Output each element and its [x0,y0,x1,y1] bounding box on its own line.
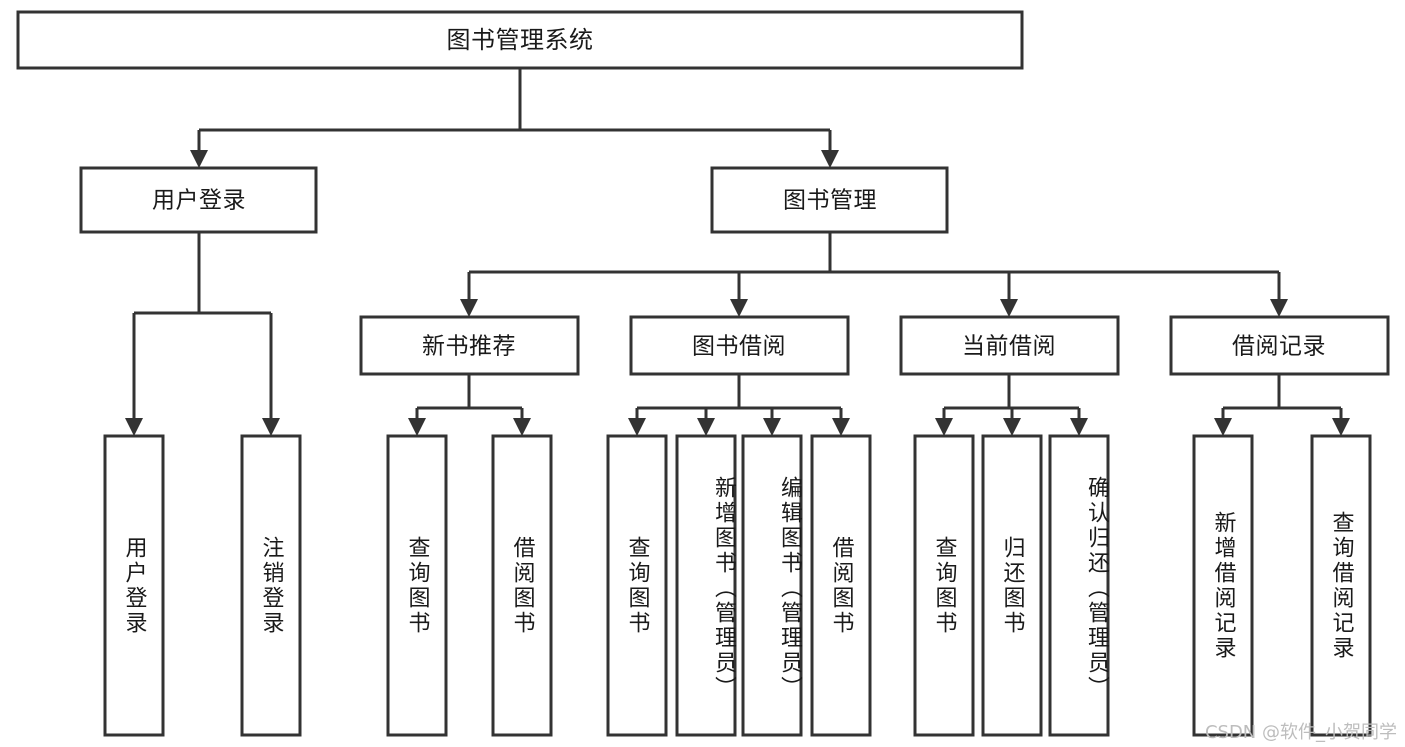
arrow-cb-leaf-3 [1070,418,1088,436]
node-root[interactable]: 图书管理系统 [16,10,1024,70]
connector-group-borrow-record [1214,374,1350,436]
connector-group-new-book-recommend [408,374,531,436]
node-book-borrow-box[interactable] [629,315,850,376]
connector-group-book-mgmt [460,232,1288,317]
node-new-book-recommend-label: 新书推荐 [422,334,516,360]
leaf-box-current-borrow-2[interactable] [981,434,1043,737]
leaf-box-book-borrow-1[interactable] [606,434,668,737]
arrow-bb-leaf-3 [763,418,781,436]
leaf-box-borrow-record-2[interactable] [1310,434,1372,737]
node-book-management-box[interactable] [710,166,949,234]
arrow-bb-leaf-1 [628,418,646,436]
node-book-borrow-label: 图书借阅 [692,334,786,360]
arrow-nbr-leaf-2 [513,418,531,436]
node-borrow-record-label: 借阅记录 [1232,334,1326,360]
node-user-login-label: 用户登录 [152,188,246,214]
arrow-to-user-login [190,150,208,168]
arrow-br-leaf-2 [1332,418,1350,436]
node-current-borrow-box[interactable] [899,315,1120,376]
arrow-bb-leaf-4 [832,418,850,436]
leaf-box-new-book-recommend-1[interactable] [386,434,448,737]
node-new-book-recommend-box[interactable] [359,315,580,376]
leaf-box-user-login-1[interactable] [103,434,165,737]
node-book-borrow[interactable]: 图书借阅 [629,315,850,376]
node-book-management[interactable]: 图书管理 [710,166,949,234]
connector-group-current-borrow [935,374,1088,436]
node-current-borrow-label: 当前借阅 [962,334,1056,360]
node-root-label: 图书管理系统 [447,26,594,54]
connector-group-root [190,68,839,168]
node-borrow-record-box[interactable] [1169,315,1390,376]
leaf-box-current-borrow-1[interactable] [913,434,975,737]
node-user-login-box[interactable] [79,166,318,234]
node-user-login[interactable]: 用户登录 [79,166,318,234]
leaf-box-book-borrow-4[interactable] [810,434,872,737]
leaf-box-book-borrow-2[interactable] [675,434,737,737]
leaf-box-borrow-record-1[interactable] [1192,434,1254,737]
leaf-box-user-login-2[interactable] [240,434,302,737]
arrow-to-current-borrow [1000,299,1018,317]
arrow-user-login-leaf-2 [262,418,280,436]
arrow-bb-leaf-2 [697,418,715,436]
node-current-borrow[interactable]: 当前借阅 [899,315,1120,376]
arrow-to-borrow-record [1270,299,1288,317]
arrow-to-book-mgmt [821,150,839,168]
node-new-book-recommend[interactable]: 新书推荐 [359,315,580,376]
connector-group-user-login [125,232,280,436]
node-borrow-record[interactable]: 借阅记录 [1169,315,1390,376]
arrow-nbr-leaf-1 [408,418,426,436]
connector-group-book-borrow [628,374,850,436]
leaf-box-current-borrow-3[interactable] [1048,434,1110,737]
arrow-cb-leaf-2 [1003,418,1021,436]
node-book-management-label: 图书管理 [783,188,877,214]
node-root-box[interactable] [16,10,1024,70]
arrow-br-leaf-1 [1214,418,1232,436]
arrow-user-login-leaf-1 [125,418,143,436]
arrow-cb-leaf-1 [935,418,953,436]
arrow-to-book-borrow [730,299,748,317]
leaf-box-new-book-recommend-2[interactable] [491,434,553,737]
leaf-box-book-borrow-3[interactable] [741,434,803,737]
arrow-to-new-book-recommend [460,299,478,317]
